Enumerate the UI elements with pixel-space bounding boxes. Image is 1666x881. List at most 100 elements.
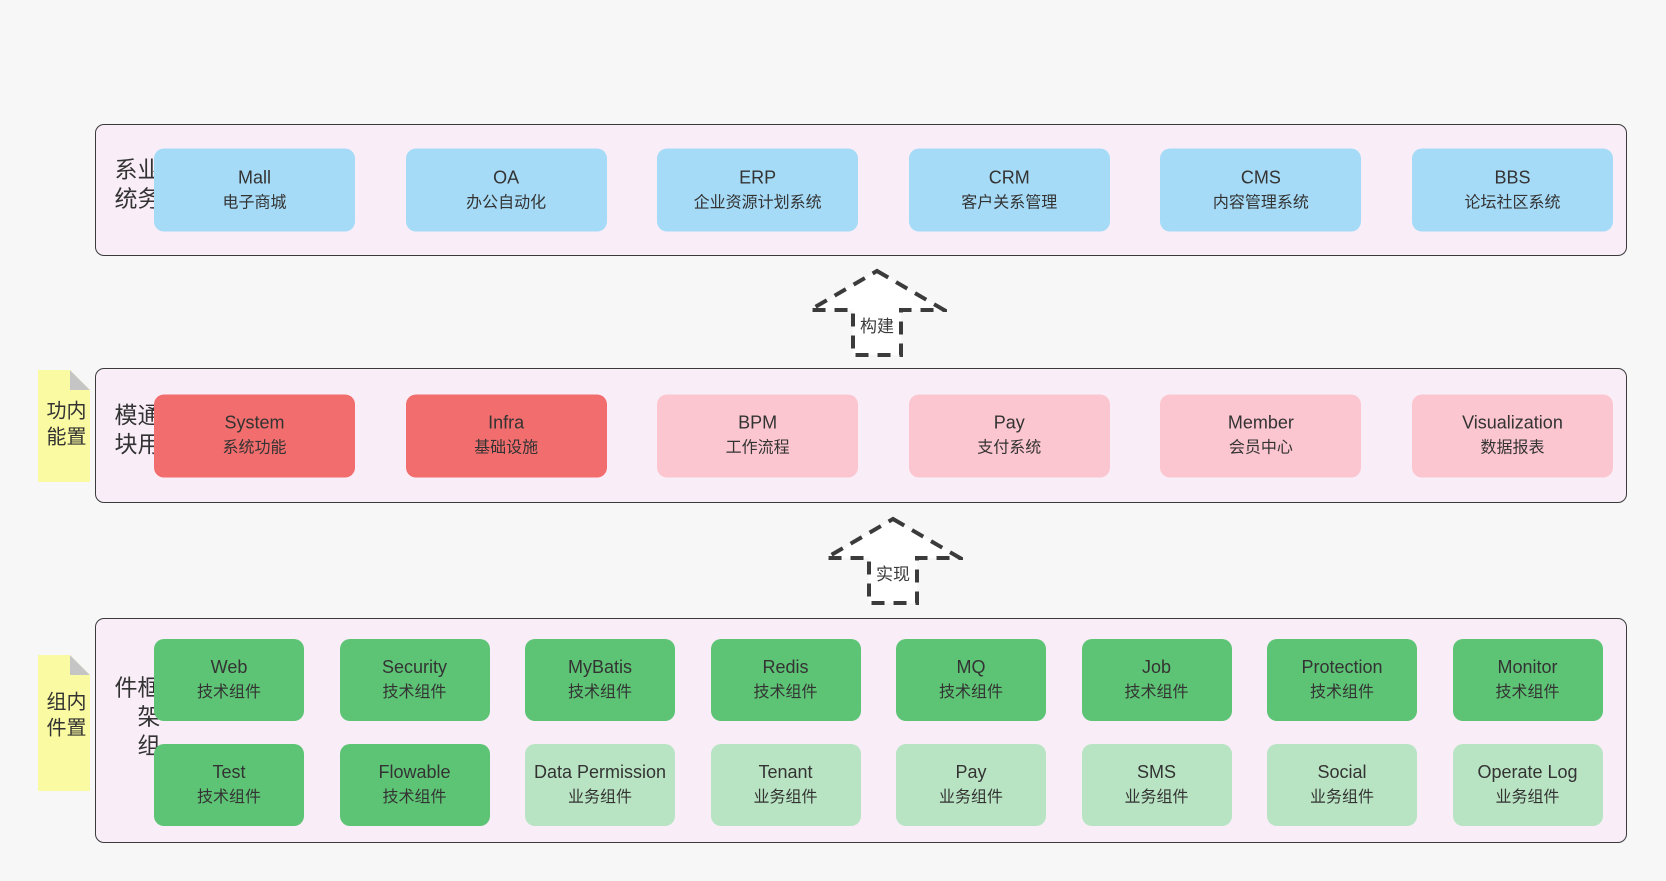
module-title: System [224,412,285,433]
module-box-cms: CMS 内容管理系统 [1160,148,1362,232]
arrow-build-label: 构建 [857,312,897,337]
module-title: BBS [1494,167,1531,187]
component-title: Data Permission [533,762,667,782]
component-title: Redis [762,657,809,677]
component-title: Flowable [378,762,451,782]
component-box-sms: SMS 业务组件 [1081,744,1232,826]
component-subtitle: 业务组件 [567,789,632,807]
component-box-monitor: Monitor 技术组件 [1452,639,1603,721]
module-box-mall: Mall 电子商城 [154,148,355,232]
component-box-web: Web 技术组件 [154,639,304,721]
module-box-oa: OA 办公自动化 [405,148,607,232]
component-title: Social [1317,762,1367,782]
module-title: CMS [1240,167,1281,187]
component-subtitle: 技术组件 [1124,684,1189,702]
component-box-tenant: Tenant 业务组件 [710,744,861,826]
component-box-mq: MQ 技术组件 [896,639,1046,721]
module-box-crm: CRM 客户关系管理 [908,148,1110,232]
component-box-data-permission: Data Permission 业务组件 [525,744,675,826]
component-title: Protection [1301,657,1383,677]
component-title: Test [212,762,246,782]
module-box-bpm: BPM 工作流程 [657,394,859,477]
sticky-tag-label: 内置组件 [43,691,85,744]
component-box-flowable: Flowable 技术组件 [339,744,490,826]
component-title: MyBatis [567,657,632,677]
module-title: Mall [237,167,271,187]
component-title: Monitor [1497,657,1558,677]
framework-box-row-2: Test 技术组件 Flowable 技术组件 Data Permission … [154,744,1603,826]
component-subtitle: 业务组件 [938,789,1003,807]
module-box-member: Member 会员中心 [1160,394,1362,477]
module-title: Infra [488,412,525,433]
module-subtitle: 论坛社区系统 [1464,194,1561,212]
band-common-modules: 通用模块 System 系统功能 Infra 基础设施 BPM 工作流程 Pay… [95,368,1627,503]
module-title: OA [493,167,520,187]
module-box-visualization: Visualization 数据报表 [1411,394,1613,477]
module-subtitle: 客户关系管理 [961,194,1058,212]
component-box-redis: Redis 技术组件 [710,639,861,721]
component-subtitle: 技术组件 [938,684,1003,702]
module-subtitle: 系统功能 [222,439,287,457]
component-subtitle: 技术组件 [1309,684,1374,702]
module-subtitle: 内容管理系统 [1212,194,1309,212]
module-title: Member [1227,412,1294,433]
arrow-build: 构建 [807,268,947,358]
module-subtitle: 数据报表 [1480,439,1545,457]
component-box-mybatis: MyBatis 技术组件 [525,639,675,721]
module-subtitle: 电子商城 [222,194,287,212]
folded-corner-icon [70,655,90,675]
business-box-row: Mall 电子商城 OA 办公自动化 ERP 企业资源计划系统 CRM 客户关系… [154,148,1613,232]
component-box-security: Security 技术组件 [339,639,490,721]
component-title: Security [381,657,448,677]
arrow-implement-label: 实现 [873,560,913,585]
component-title: Pay [955,762,987,782]
component-title: MQ [956,657,986,677]
sticky-tag-built-in-features: 内置功能 [38,370,90,482]
module-subtitle: 工作流程 [725,439,790,457]
component-subtitle: 业务组件 [1124,789,1189,807]
band-framework-label: 框架组件 [111,674,160,762]
component-subtitle: 技术组件 [382,789,447,807]
component-box-pay: Pay 业务组件 [896,744,1046,826]
component-title: Web [210,657,248,677]
folded-corner-icon [70,370,90,390]
component-title: Tenant [758,762,813,782]
sticky-tag-built-in-components: 内置组件 [38,655,90,791]
module-box-pay: Pay 支付系统 [908,394,1110,477]
module-box-bbs: BBS 论坛社区系统 [1411,148,1613,232]
band-framework-components: 框架组件 Web 技术组件 Security 技术组件 MyBatis 技术组件… [95,618,1627,843]
module-title: ERP [739,167,777,187]
component-subtitle: 业务组件 [1309,789,1374,807]
module-box-system: System 系统功能 [154,394,355,477]
component-subtitle: 技术组件 [196,684,261,702]
module-title: Pay [993,412,1025,433]
band-modules-label: 通用模块 [111,402,160,461]
component-subtitle: 技术组件 [382,684,447,702]
module-subtitle: 支付系统 [977,439,1042,457]
module-subtitle: 会员中心 [1228,439,1293,457]
module-title: CRM [988,167,1030,187]
component-title: SMS [1136,762,1176,782]
module-subtitle: 基础设施 [474,439,539,457]
band-business-systems: 业务系统 Mall 电子商城 OA 办公自动化 ERP 企业资源计划系统 CRM… [95,124,1627,256]
component-box-protection: Protection 技术组件 [1267,639,1417,721]
component-subtitle: 业务组件 [753,789,818,807]
arrow-implement: 实现 [823,516,963,606]
band-business-label: 业务系统 [111,157,160,216]
modules-box-row: System 系统功能 Infra 基础设施 BPM 工作流程 Pay 支付系统… [154,394,1613,477]
component-box-job: Job 技术组件 [1081,639,1232,721]
component-title: Operate Log [1477,762,1578,782]
component-subtitle: 技术组件 [753,684,818,702]
framework-box-row-1: Web 技术组件 Security 技术组件 MyBatis 技术组件 Redi… [154,639,1603,721]
component-subtitle: 技术组件 [567,684,632,702]
sticky-tag-label: 内置功能 [43,399,85,452]
module-box-infra: Infra 基础设施 [405,394,607,477]
component-subtitle: 技术组件 [196,789,261,807]
module-title: Visualization [1462,412,1563,433]
component-box-test: Test 技术组件 [154,744,304,826]
component-box-social: Social 业务组件 [1267,744,1417,826]
component-box-operate-log: Operate Log 业务组件 [1452,744,1603,826]
module-title: BPM [738,412,778,433]
module-subtitle: 办公自动化 [466,194,547,212]
